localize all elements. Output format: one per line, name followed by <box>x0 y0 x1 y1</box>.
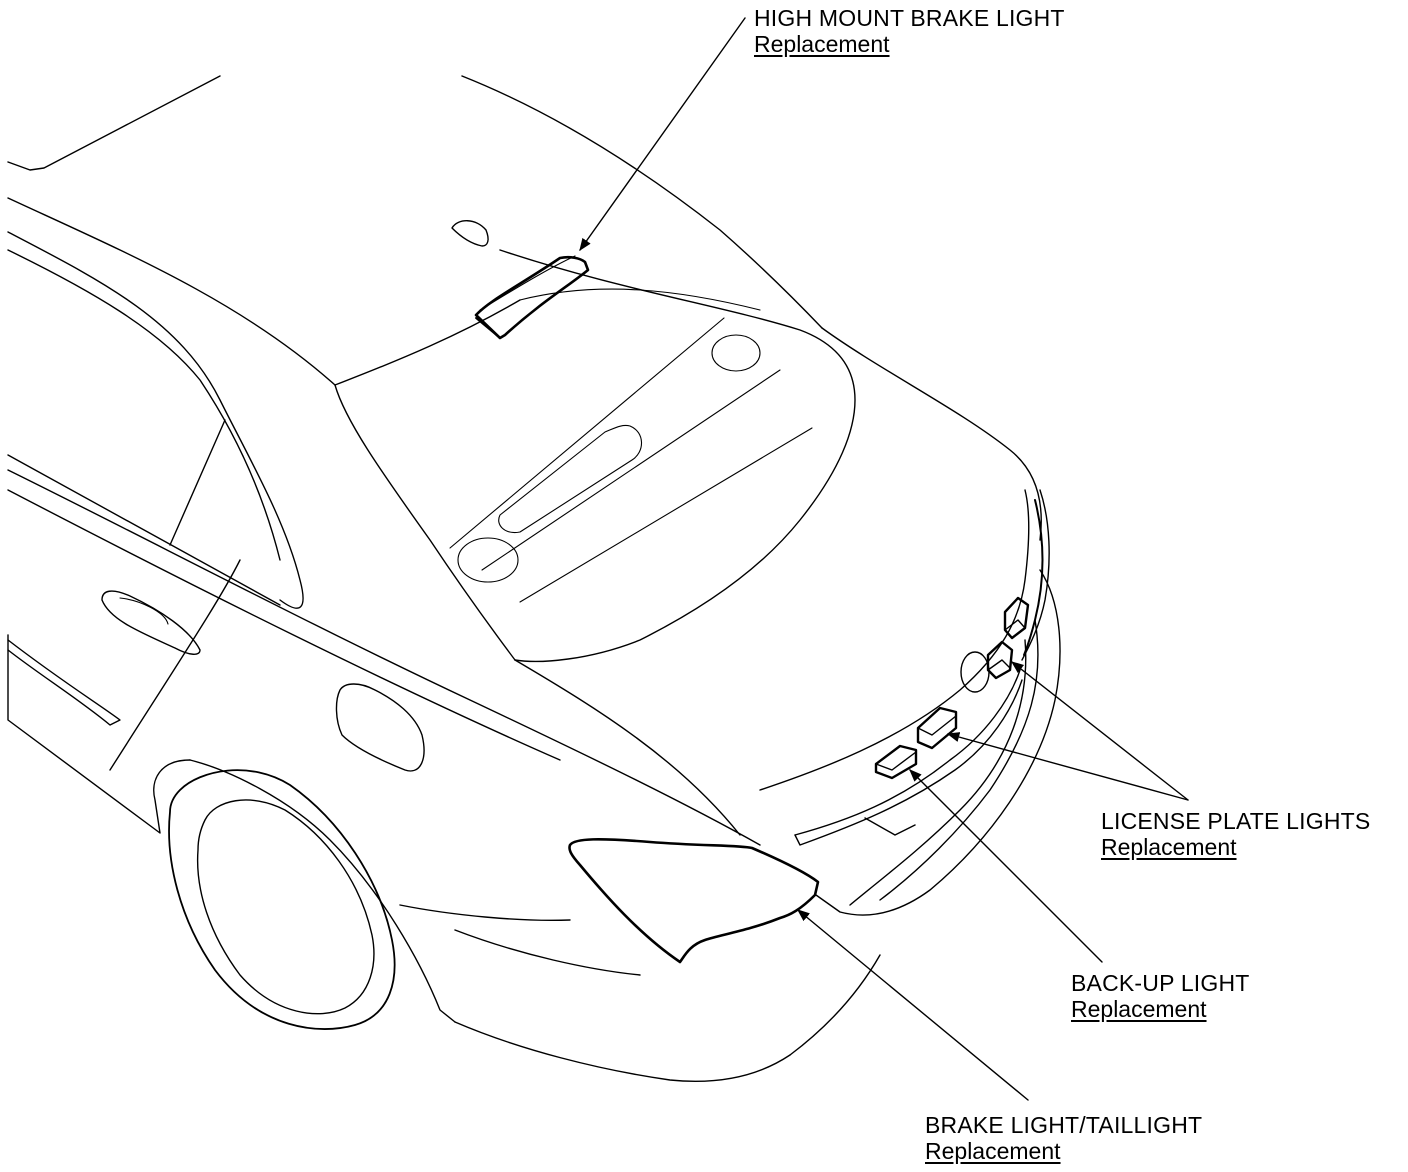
roof-outline <box>7 75 823 386</box>
leader-brake-taillight <box>797 909 1029 1101</box>
defroster-lines <box>449 317 813 603</box>
trunk-lid <box>514 327 1050 836</box>
rear-window <box>334 249 856 663</box>
leader-license-1 <box>1011 661 1189 801</box>
replacement-link[interactable]: Replacement <box>925 1138 1061 1164</box>
fuel-lid <box>335 683 425 772</box>
callout-title: HIGH MOUNT BRAKE LIGHT <box>754 5 1065 31</box>
roof-antenna <box>451 220 489 247</box>
high-mount-brake-light-lamp <box>474 255 590 340</box>
leader-license-2 <box>946 732 1189 801</box>
replacement-link[interactable]: Replacement <box>1071 996 1207 1022</box>
callout-title: BRAKE LIGHT/TAILLIGHT <box>925 1112 1203 1138</box>
callout-title: BACK-UP LIGHT <box>1071 970 1250 996</box>
belt-line <box>7 469 761 846</box>
callout-back-up-light: BACK-UP LIGHT Replacement <box>1071 970 1250 1022</box>
rear-wheel <box>168 759 456 1030</box>
side-window-frame <box>7 231 304 609</box>
rear-quarter-panel <box>399 904 881 1082</box>
callout-brake-light-taillight: BRAKE LIGHT/TAILLIGHT Replacement <box>925 1112 1202 1164</box>
trunk-emblem <box>960 651 990 693</box>
callout-title: LICENSE PLATE LIGHTS <box>1101 808 1371 834</box>
callout-high-mount-brake-light: HIGH MOUNT BRAKE LIGHT Replacement <box>754 5 1065 57</box>
back-up-lights-lamps <box>874 706 958 780</box>
replacement-link[interactable]: Replacement <box>754 31 890 57</box>
rear-bumper <box>794 569 1061 916</box>
callout-license-plate-lights: LICENSE PLATE LIGHTS Replacement <box>1101 808 1370 860</box>
rear-door <box>7 559 241 834</box>
replacement-link[interactable]: Replacement <box>1101 834 1237 860</box>
brake-light-taillight-lamp <box>568 838 820 964</box>
leader-back-up <box>909 769 1103 963</box>
license-plate-lights-lamps <box>986 596 1030 680</box>
leader-high-mount <box>579 17 746 252</box>
leader-lines <box>579 17 1189 1101</box>
